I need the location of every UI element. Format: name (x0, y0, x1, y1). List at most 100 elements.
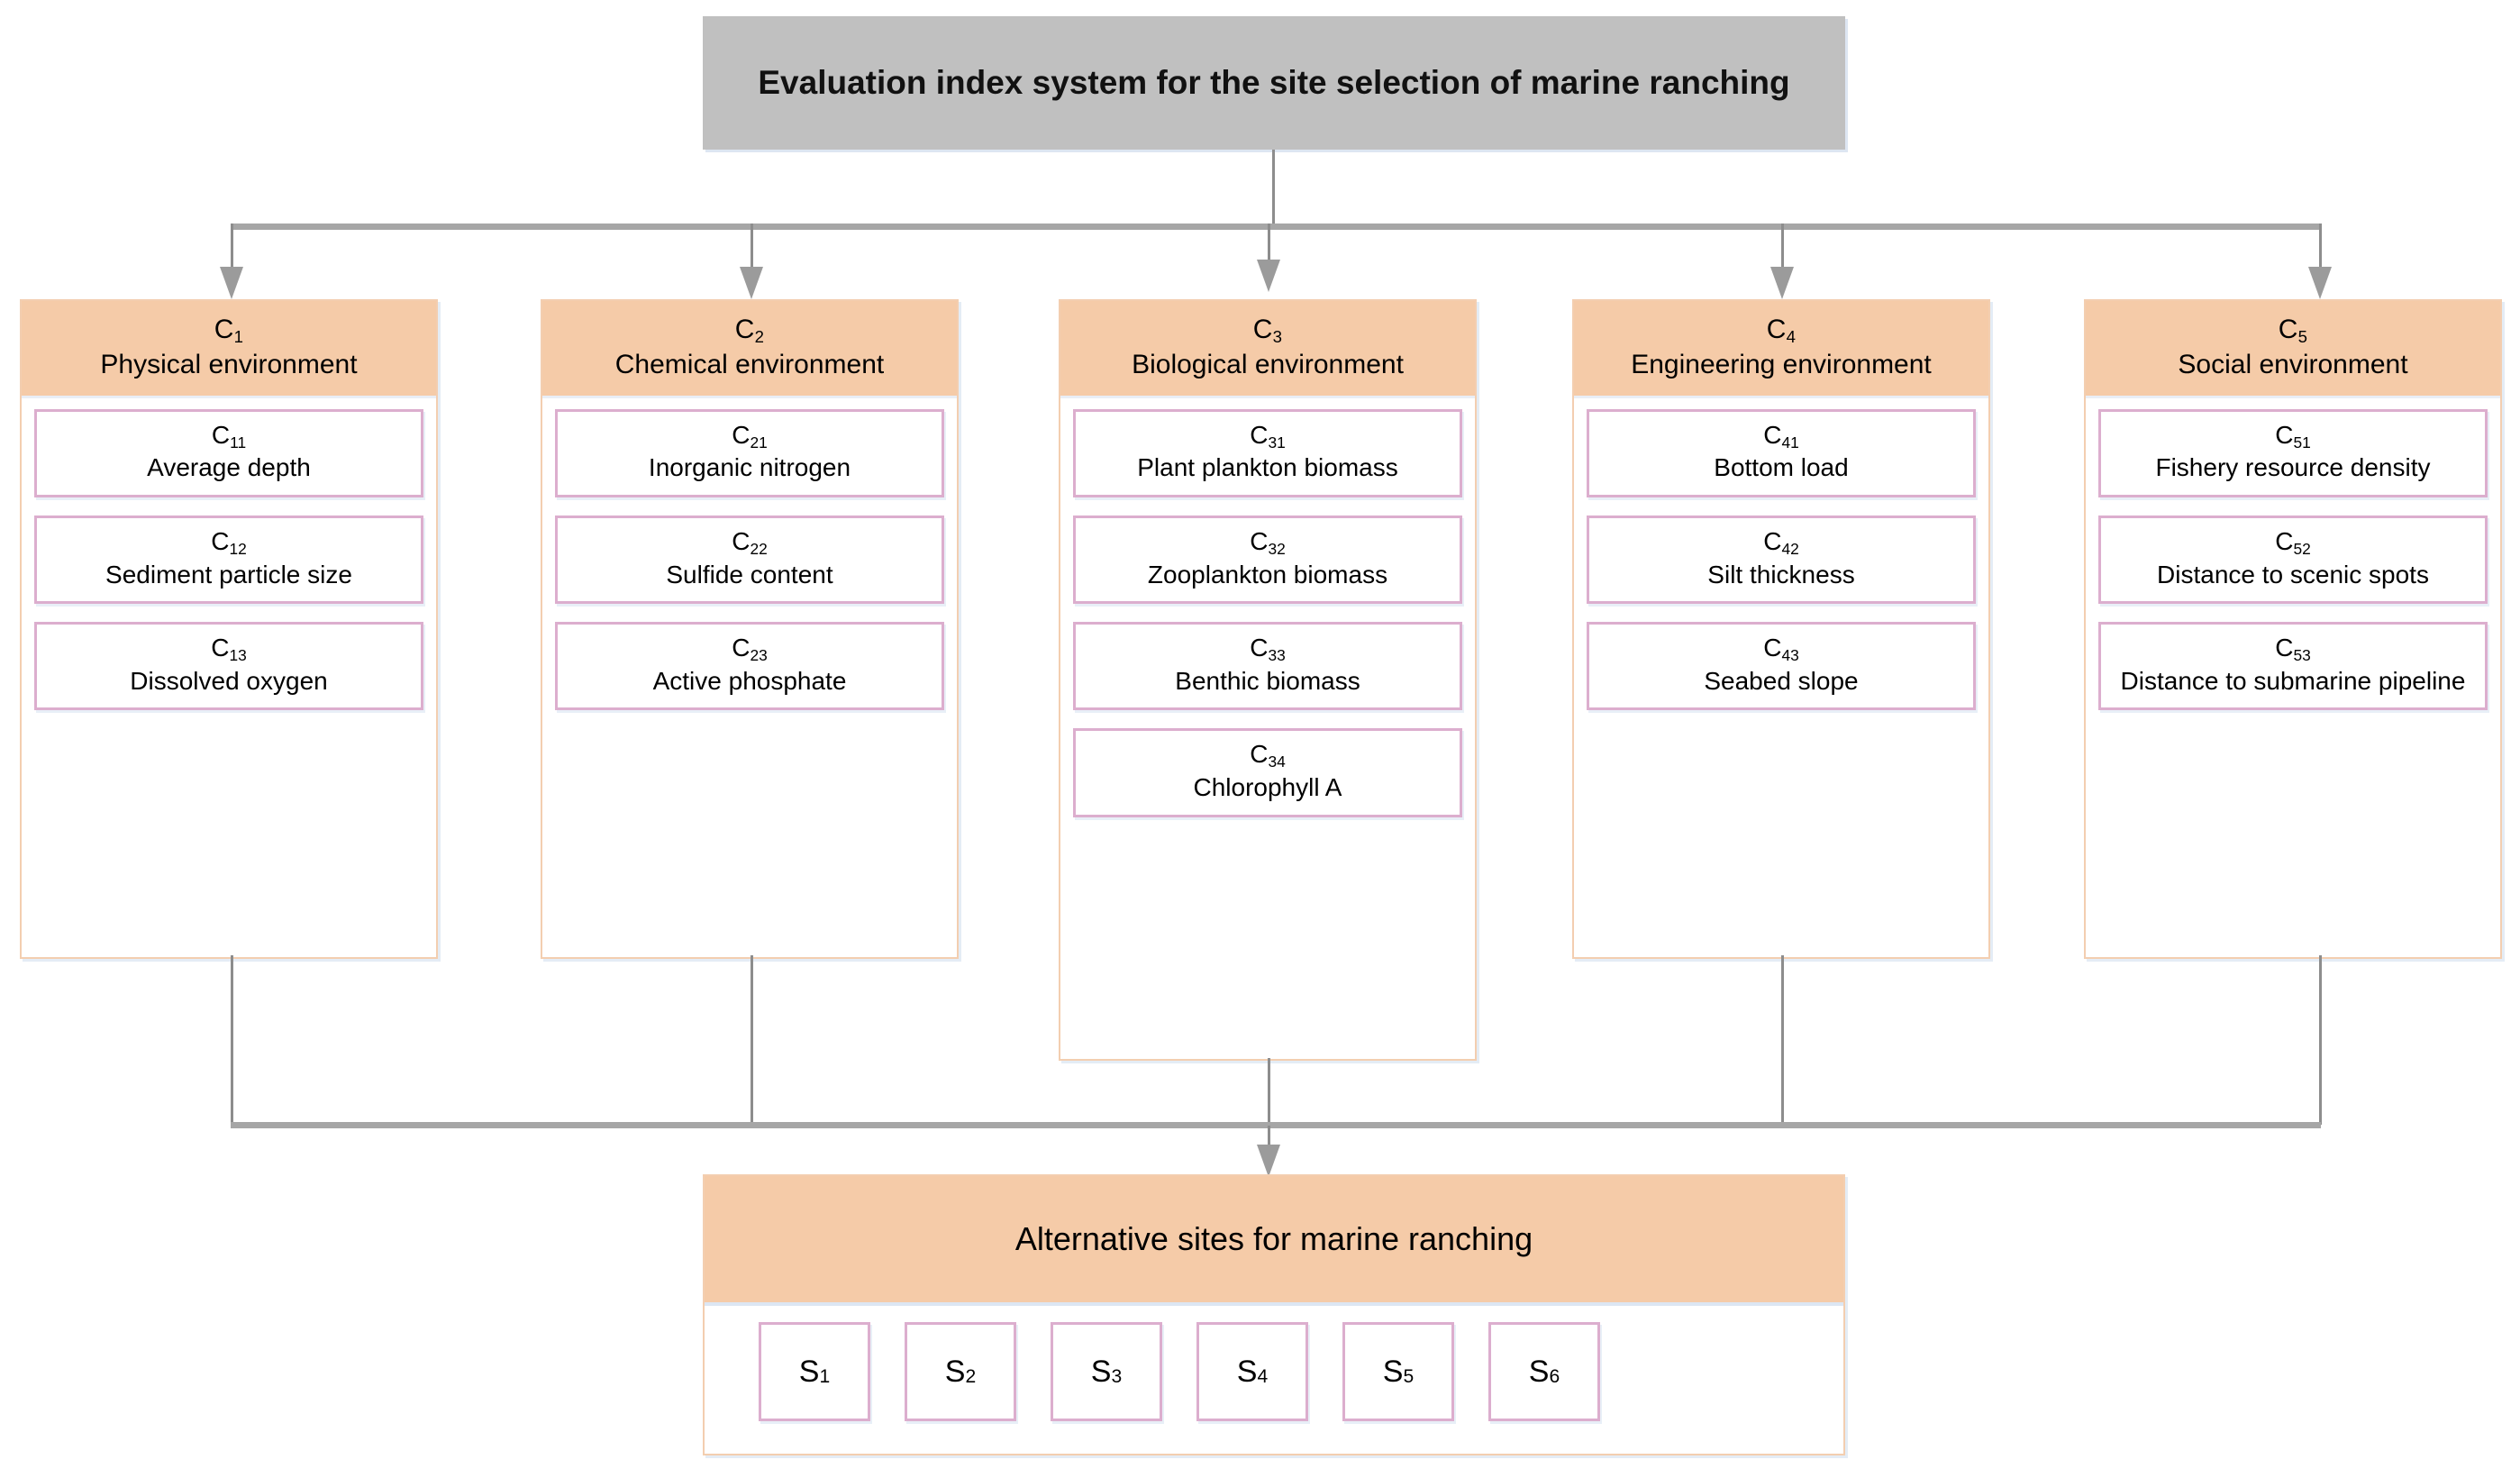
alternatives-title: Alternative sites for marine ranching (1014, 1220, 1533, 1257)
arrow-to-c5 (2308, 267, 2332, 299)
index-item-c51[interactable]: C51 Fishery resource density (2098, 408, 2488, 497)
index-label-c21: Inorganic nitrogen (648, 453, 851, 482)
index-label-c32: Zooplankton biomass (1147, 560, 1388, 588)
index-item-c22[interactable]: C22 Sulfide content (555, 515, 944, 605)
criteria-header-c1: C1 Physical environment (22, 301, 436, 398)
criteria-code-c4: C4 (1766, 315, 1797, 347)
alternatives-header: Alternative sites for marine ranching (705, 1176, 1843, 1306)
index-item-c32[interactable]: C32 Zooplankton biomass (1073, 515, 1462, 605)
index-code-c51: C51 (2275, 420, 2311, 452)
criteria-column-c1: C1 Physical environment C11 Average dept… (20, 299, 438, 959)
index-code-c42: C42 (1763, 526, 1799, 558)
index-item-c34[interactable]: C34 Chlorophyll A (1073, 728, 1462, 817)
criteria-column-c4: C4 Engineering environment C41 Bottom lo… (1572, 299, 1990, 959)
connector-riser-c1 (231, 955, 233, 1125)
index-item-c13[interactable]: C13 Dissolved oxygen (34, 622, 423, 711)
index-item-c23[interactable]: C23 Active phosphate (555, 622, 944, 711)
arrow-to-c3 (1257, 260, 1280, 292)
index-item-c41[interactable]: C41 Bottom load (1587, 408, 1976, 497)
connector-alt-stem (1268, 1126, 1270, 1151)
index-label-c23: Active phosphate (652, 666, 847, 695)
index-code-c34: C34 (1250, 740, 1286, 771)
index-item-c53[interactable]: C53 Distance to submarine pipeline (2098, 622, 2488, 711)
index-label-c12: Sediment particle size (105, 560, 352, 588)
criteria-column-c5: C5 Social environment C51 Fishery resour… (2084, 299, 2502, 959)
connector-bottom-bus (231, 1122, 2321, 1128)
index-label-c22: Sulfide content (666, 560, 833, 588)
connector-drop-c2 (751, 224, 753, 269)
criteria-label-c2: Chemical environment (614, 350, 885, 380)
index-code-c43: C43 (1763, 634, 1799, 665)
index-code-c13: C13 (211, 634, 247, 665)
index-code-c31: C31 (1250, 420, 1286, 452)
connector-drop-c3 (1268, 224, 1270, 269)
connector-root-stem (1272, 150, 1275, 226)
index-label-c34: Chlorophyll A (1193, 772, 1342, 801)
index-item-c43[interactable]: C43 Seabed slope (1587, 622, 1976, 711)
index-code-c23: C23 (732, 634, 768, 665)
index-code-c32: C32 (1250, 526, 1286, 558)
index-label-c31: Plant plankton biomass (1137, 453, 1398, 482)
criteria-code-c1: C1 (214, 315, 244, 347)
arrow-to-c1 (220, 267, 243, 299)
connector-riser-c2 (751, 955, 753, 1125)
criteria-header-c4: C4 Engineering environment (1574, 301, 1988, 398)
connector-top-bus (231, 224, 2321, 230)
arrow-to-alternatives (1257, 1145, 1280, 1177)
criteria-code-c2: C2 (734, 315, 765, 347)
index-code-c52: C52 (2275, 526, 2311, 558)
connector-drop-c1 (231, 224, 233, 269)
criteria-label-c3: Biological environment (1132, 350, 1404, 380)
index-item-c21[interactable]: C21 Inorganic nitrogen (555, 408, 944, 497)
criteria-code-c5: C5 (2278, 315, 2308, 347)
index-code-c21: C21 (732, 420, 768, 452)
criteria-label-c5: Social environment (2178, 350, 2408, 380)
index-label-c41: Bottom load (1714, 453, 1849, 482)
index-item-c42[interactable]: C42 Silt thickness (1587, 515, 1976, 605)
criteria-column-c3: C3 Biological environment C31 Plant plan… (1059, 299, 1477, 1061)
index-label-c51: Fishery resource density (2155, 453, 2431, 482)
criteria-header-c2: C2 Chemical environment (542, 301, 957, 398)
criteria-items-c4: C41 Bottom load C42 Silt thickness C43 S… (1574, 398, 1988, 724)
criteria-header-c3: C3 Biological environment (1060, 301, 1475, 398)
criteria-items-c5: C51 Fishery resource density C52 Distanc… (2086, 398, 2500, 724)
index-code-c53: C53 (2275, 634, 2311, 665)
criteria-items-c1: C11 Average depth C12 Sediment particle … (22, 398, 436, 724)
criteria-label-c1: Physical environment (100, 350, 358, 380)
connector-drop-c5 (2319, 224, 2322, 269)
index-item-c12[interactable]: C12 Sediment particle size (34, 515, 423, 605)
arrow-to-c2 (740, 267, 763, 299)
criteria-items-c2: C21 Inorganic nitrogen C22 Sulfide conte… (542, 398, 957, 724)
root-node: Evaluation index system for the site sel… (703, 16, 1845, 150)
index-item-c11[interactable]: C11 Average depth (34, 408, 423, 497)
connector-riser-c4 (1781, 955, 1784, 1125)
criteria-column-c2: C2 Chemical environment C21 Inorganic ni… (541, 299, 959, 959)
index-label-c53: Distance to submarine pipeline (2120, 666, 2466, 695)
connector-drop-c4 (1781, 224, 1784, 269)
index-code-c41: C41 (1763, 420, 1799, 452)
index-label-c11: Average depth (147, 453, 311, 482)
index-label-c42: Silt thickness (1707, 560, 1855, 588)
page-title: Evaluation index system for the site sel… (758, 63, 1790, 101)
criteria-code-c3: C3 (1252, 315, 1283, 347)
index-item-c52[interactable]: C52 Distance to scenic spots (2098, 515, 2488, 605)
criteria-items-c3: C31 Plant plankton biomass C32 Zooplankt… (1060, 398, 1475, 830)
connector-riser-c5 (2319, 955, 2322, 1125)
index-item-c33[interactable]: C33 Benthic biomass (1073, 622, 1462, 711)
index-code-c22: C22 (732, 526, 768, 558)
criteria-header-c5: C5 Social environment (2086, 301, 2500, 398)
criteria-label-c4: Engineering environment (1631, 350, 1932, 380)
index-label-c43: Seabed slope (1704, 666, 1859, 695)
index-label-c52: Distance to scenic spots (2157, 560, 2429, 588)
index-code-c12: C12 (211, 526, 247, 558)
index-item-c31[interactable]: C31 Plant plankton biomass (1073, 408, 1462, 497)
